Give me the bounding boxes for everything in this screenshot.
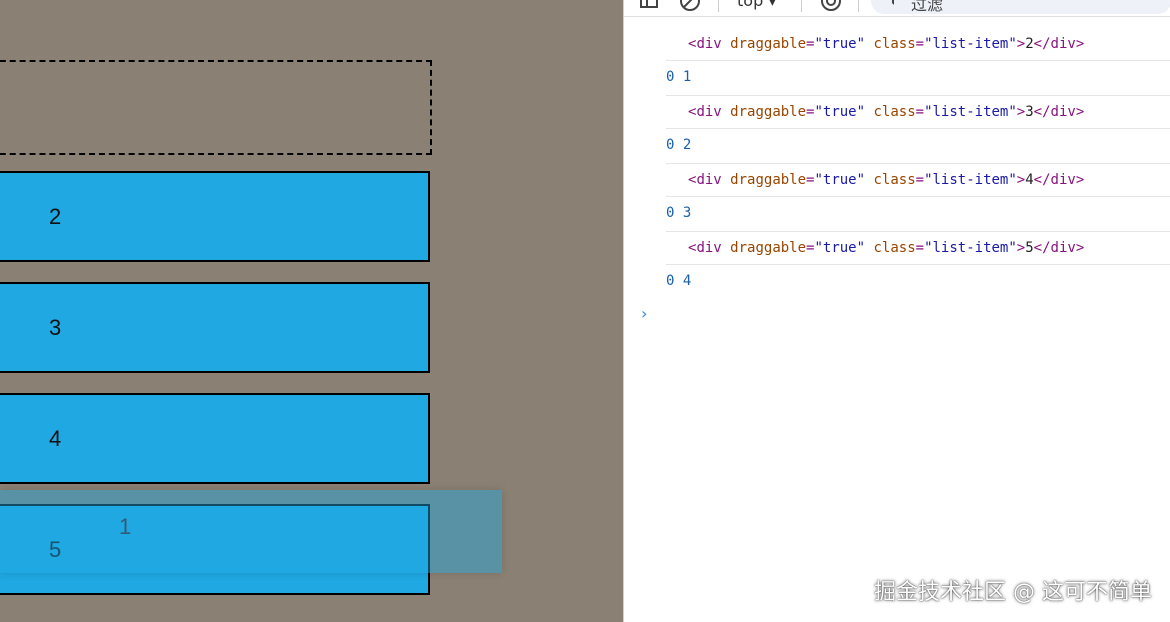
list-item[interactable]: 4 [0, 393, 430, 484]
console-entry-log: 0 4 [666, 273, 692, 289]
console-entry-element[interactable]: <div draggable="true" class="list-item">… [666, 96, 1170, 129]
console-entry-element[interactable]: <div draggable="true" class="list-item">… [666, 232, 1170, 265]
filter-placeholder: 过滤 [911, 0, 944, 14]
drop-placeholder [0, 60, 432, 155]
list-item-label: 2 [49, 203, 62, 229]
filter-input[interactable]: 过滤 [871, 0, 1170, 14]
watermark: 掘金技术社区 @ 这可不简单 [874, 580, 1152, 605]
funnel-icon [887, 0, 899, 10]
drag-ghost-item[interactable]: 1 [0, 490, 502, 573]
console-output: <div draggable="true" class="list-item">… [624, 28, 1170, 299]
console-toolbar: top ▾ 过滤 [624, 0, 1170, 17]
list-item[interactable]: 5 [0, 504, 430, 595]
toolbar-divider [801, 0, 802, 12]
chevron-down-icon: ▾ [768, 0, 777, 10]
toolbar-divider [858, 0, 859, 12]
toolbar-divider [718, 0, 719, 12]
console-entry-log: 0 1 [666, 61, 1170, 96]
app-viewport: 2 3 4 5 1 [0, 60, 502, 595]
console-prompt-icon[interactable]: › [641, 304, 648, 323]
console-entry-log: 0 2 [666, 129, 1170, 164]
drag-ghost-label: 1 [119, 514, 132, 539]
devtools-panel: top ▾ 过滤 <div draggable="true" class="li… [623, 0, 1170, 622]
list-item-label: 5 [49, 536, 62, 562]
console-entry-element[interactable]: <div draggable="true" class="list-item">… [666, 28, 1170, 61]
clear-console-icon[interactable] [679, 0, 701, 12]
sidebar-icon[interactable] [638, 0, 660, 12]
console-entry-element[interactable]: <div draggable="true" class="list-item">… [666, 164, 1170, 197]
eye-icon[interactable] [819, 0, 841, 12]
context-selector[interactable]: top ▾ [737, 0, 776, 12]
list-item[interactable]: 3 [0, 282, 430, 373]
list-item-label: 3 [49, 314, 62, 340]
list-item-label: 4 [49, 425, 62, 451]
context-label: top [737, 0, 764, 10]
console-entry-log: 0 3 [666, 197, 1170, 232]
list-item[interactable]: 2 [0, 171, 430, 262]
